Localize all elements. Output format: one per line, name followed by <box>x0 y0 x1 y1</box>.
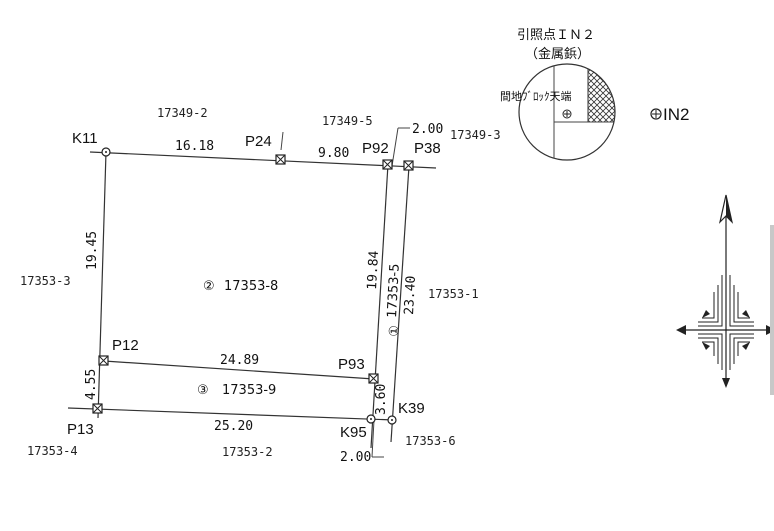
k39-marker <box>387 415 397 425</box>
top-offset-leader <box>391 127 399 167</box>
inner-right-boundary-line <box>370 163 389 449</box>
point-label-p92: P92 <box>362 140 389 157</box>
lot2-label: 17353-8 <box>224 279 278 294</box>
dimension-top-offset: 2.00 <box>412 122 443 137</box>
k95-marker <box>366 414 376 424</box>
lot2-marker: ② <box>203 279 215 294</box>
adjacent-lot-bottom-left: 17353-4 <box>27 444 78 458</box>
middle-boundary-line <box>103 360 375 380</box>
dimension-top-left: 16.18 <box>175 139 214 154</box>
dimension-left-short: 4.55 <box>84 369 99 400</box>
left-boundary-line <box>97 151 107 419</box>
lot3-label: 17353-9 <box>222 383 276 398</box>
dimension-outer-right: 23.40 <box>402 275 419 315</box>
reference-subtitle: （金属鋲） <box>525 46 590 62</box>
p92-marker <box>382 159 393 170</box>
dimension-bottom-offset: 2.00 <box>340 450 371 465</box>
adjacent-lot-bottom-right: 17353-6 <box>405 434 456 448</box>
point-label-k95: K95 <box>340 424 367 441</box>
vertical-scrollbar[interactable] <box>770 225 774 395</box>
reference-detail: 引照点ＩＮ２ （金属鋲） 間地ﾌﾞﾛｯｸ天端 IN2 <box>500 28 689 161</box>
point-label-p12: P12 <box>112 337 139 354</box>
p24-marker <box>275 154 286 165</box>
adjacent-lot-bottom-middle: 17353-2 <box>222 445 273 459</box>
k11-marker <box>101 147 111 157</box>
adjacent-lot-top-right: 17349-3 <box>450 128 501 142</box>
point-label-k11: K11 <box>72 130 98 147</box>
dimension-middle: 24.89 <box>220 353 259 368</box>
boundary-lines <box>67 127 437 458</box>
adjacent-lot-right: 17353-1 <box>428 287 479 301</box>
dimension-bottom: 25.20 <box>214 419 253 434</box>
adjacent-lot-top-left: 17349-2 <box>157 106 208 120</box>
top-boundary-line <box>89 151 437 169</box>
bottom-offset-leader <box>371 419 375 458</box>
point-label-p13: P13 <box>67 421 94 438</box>
lot1-marker: ① <box>387 325 403 337</box>
point-label-p38: P38 <box>414 140 441 157</box>
block-wall-hatch <box>587 64 615 123</box>
p38-marker <box>403 160 414 171</box>
point-markers <box>92 147 414 425</box>
in2-marker <box>650 108 662 120</box>
dimension-top-right: 9.80 <box>318 146 349 161</box>
dimension-left: 19.45 <box>85 231 100 270</box>
p13-marker <box>92 403 103 414</box>
p12-marker <box>98 355 109 366</box>
point-label-p93: P93 <box>338 356 365 373</box>
p93-marker <box>368 373 379 384</box>
adjacent-lot-left: 17353-3 <box>20 274 71 288</box>
lot1-label: 17353-5 <box>385 263 403 318</box>
point-label-p24: P24 <box>245 133 272 150</box>
reference-note: 間地ﾌﾞﾛｯｸ天端 <box>500 90 572 103</box>
reference-title: 引照点ＩＮ２ <box>517 28 595 43</box>
p24-tick <box>280 131 284 151</box>
point-label-k39: K39 <box>398 400 425 417</box>
in2-label: IN2 <box>663 105 689 124</box>
outer-right-boundary-line <box>390 165 410 443</box>
lot3-marker: ③ <box>197 383 209 398</box>
bottom-boundary-line <box>67 407 395 421</box>
adjacent-lot-top-middle: 17349-5 <box>322 114 373 128</box>
dimension-right-short: 3.60 <box>374 384 389 415</box>
north-arrow-icon <box>676 194 774 388</box>
dimension-inner-right: 19.84 <box>365 250 382 290</box>
